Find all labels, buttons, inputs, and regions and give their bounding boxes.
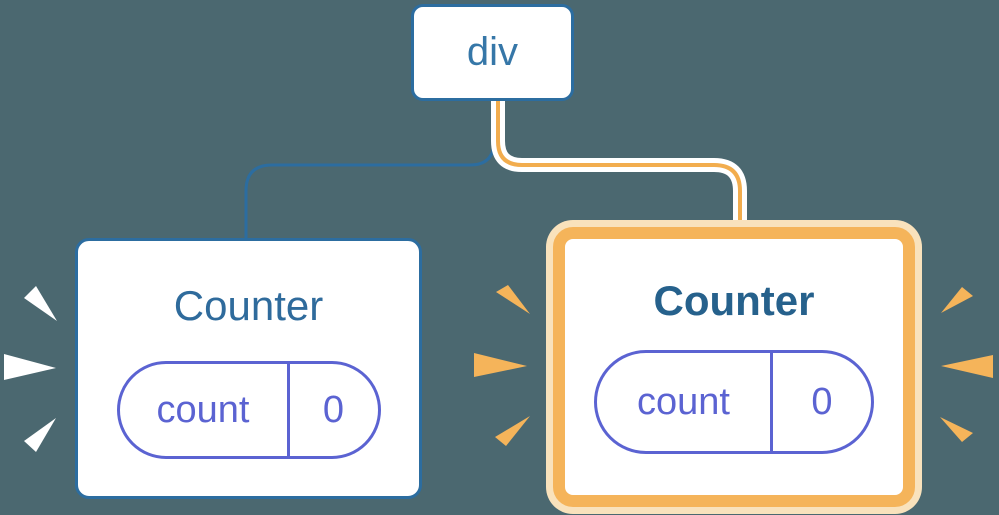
spark-icon [941,287,973,313]
spark-icon [496,285,530,314]
edge-root-to-right-counter [496,99,742,234]
tree-node-counter-right-highlighted: Counter count 0 [553,227,915,507]
counter-title: Counter [653,277,815,324]
state-value-label: 0 [811,380,833,423]
spark-icon [474,353,527,377]
spark-icon [940,417,973,442]
tree-node-div-label: div [466,30,519,74]
edge-root-to-left-counter [244,99,496,242]
spark-icon [941,355,993,378]
state-pill: count 0 [594,350,874,454]
counter-title: Counter [173,282,324,329]
state-key-label: count [637,380,730,423]
spark-icon [495,416,530,446]
state-value-label: 0 [322,388,345,431]
state-pill: count 0 [116,361,381,459]
tree-node-counter-left: Counter count 0 [75,238,422,499]
spark-icon [24,286,57,321]
state-pill-divider [286,364,290,456]
spark-icon [4,354,56,380]
state-key-label: count [156,388,250,431]
state-pill-divider [770,353,773,451]
tree-node-div: div [411,4,574,101]
spark-icon [24,418,56,452]
